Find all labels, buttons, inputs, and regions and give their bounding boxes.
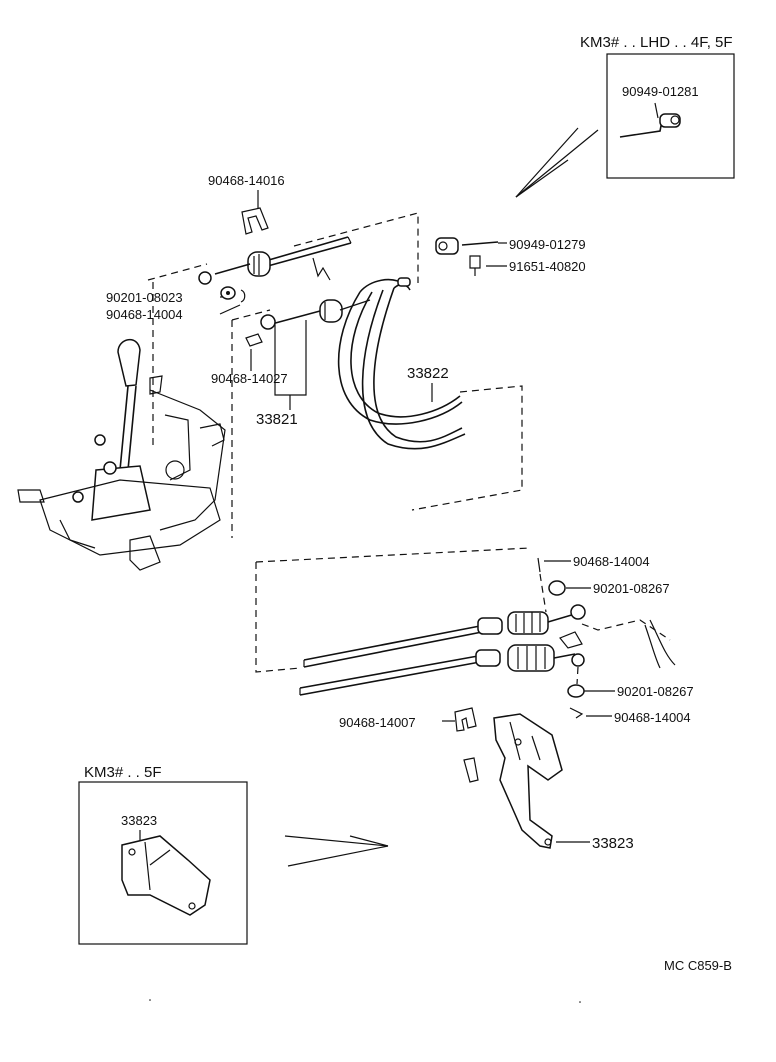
label-90201-08267-a: 90201-08267 (593, 581, 670, 596)
pin-90468-14004-a (240, 289, 246, 303)
label-33822: 33822 (407, 365, 449, 382)
washer-90201-08023 (220, 286, 236, 300)
inset-top-right-header: KM3# . . LHD . . 4F, 5F (580, 34, 733, 51)
label-90468-14007: 90468-14007 (339, 715, 416, 730)
washer-90201-08267-a (548, 580, 566, 596)
bolt-91651-40820 (469, 255, 481, 276)
label-33823: 33823 (592, 835, 634, 852)
label-90468-14004-b: 90468-14004 (573, 554, 650, 569)
inset-bottom-left-part-label: 33823 (121, 813, 157, 828)
clip-90468-14007 (454, 707, 479, 783)
inset-arrow-top (515, 127, 599, 198)
shift-lever-assembly (17, 339, 226, 571)
label-90468-14027: 90468-14027 (211, 371, 288, 386)
pin-90468-14004-c (569, 707, 584, 719)
inset-bottom-left-box (78, 781, 248, 945)
bracket-33823-inset (121, 835, 211, 916)
label-90468-14004-a: 90468-14004 (106, 307, 183, 322)
label-90201-08023: 90201-08023 (106, 290, 183, 305)
inset-arrow-bottom (284, 835, 389, 867)
label-33821: 33821 (256, 411, 298, 428)
clip-90468-14027 (245, 333, 263, 347)
clip-90468-14016 (241, 207, 269, 235)
inset-top-right-part-label: 90949-01281 (622, 84, 699, 99)
inset-top-right-box (606, 53, 735, 179)
cable-33821 (198, 236, 371, 330)
upper-dashed-boundary (147, 212, 523, 538)
washer-90201-08267-b (567, 684, 585, 698)
clip-90949-01279 (435, 237, 499, 255)
diagram-code: MC C859-B (664, 958, 732, 973)
label-90949-01279: 90949-01279 (509, 237, 586, 252)
lower-cables (299, 604, 676, 696)
scan-dot (149, 999, 151, 1001)
bolt-clip-inset (619, 102, 681, 138)
label-90468-14016: 90468-14016 (208, 173, 285, 188)
inset-bottom-left-header: KM3# . . 5F (84, 764, 162, 781)
label-90468-14004-c: 90468-14004 (614, 710, 691, 725)
bracket-33823 (493, 713, 563, 849)
cable-33822 (337, 277, 466, 450)
label-90201-08267-b: 90201-08267 (617, 684, 694, 699)
scan-dot (579, 1001, 581, 1003)
label-91651-40820: 91651-40820 (509, 259, 586, 274)
